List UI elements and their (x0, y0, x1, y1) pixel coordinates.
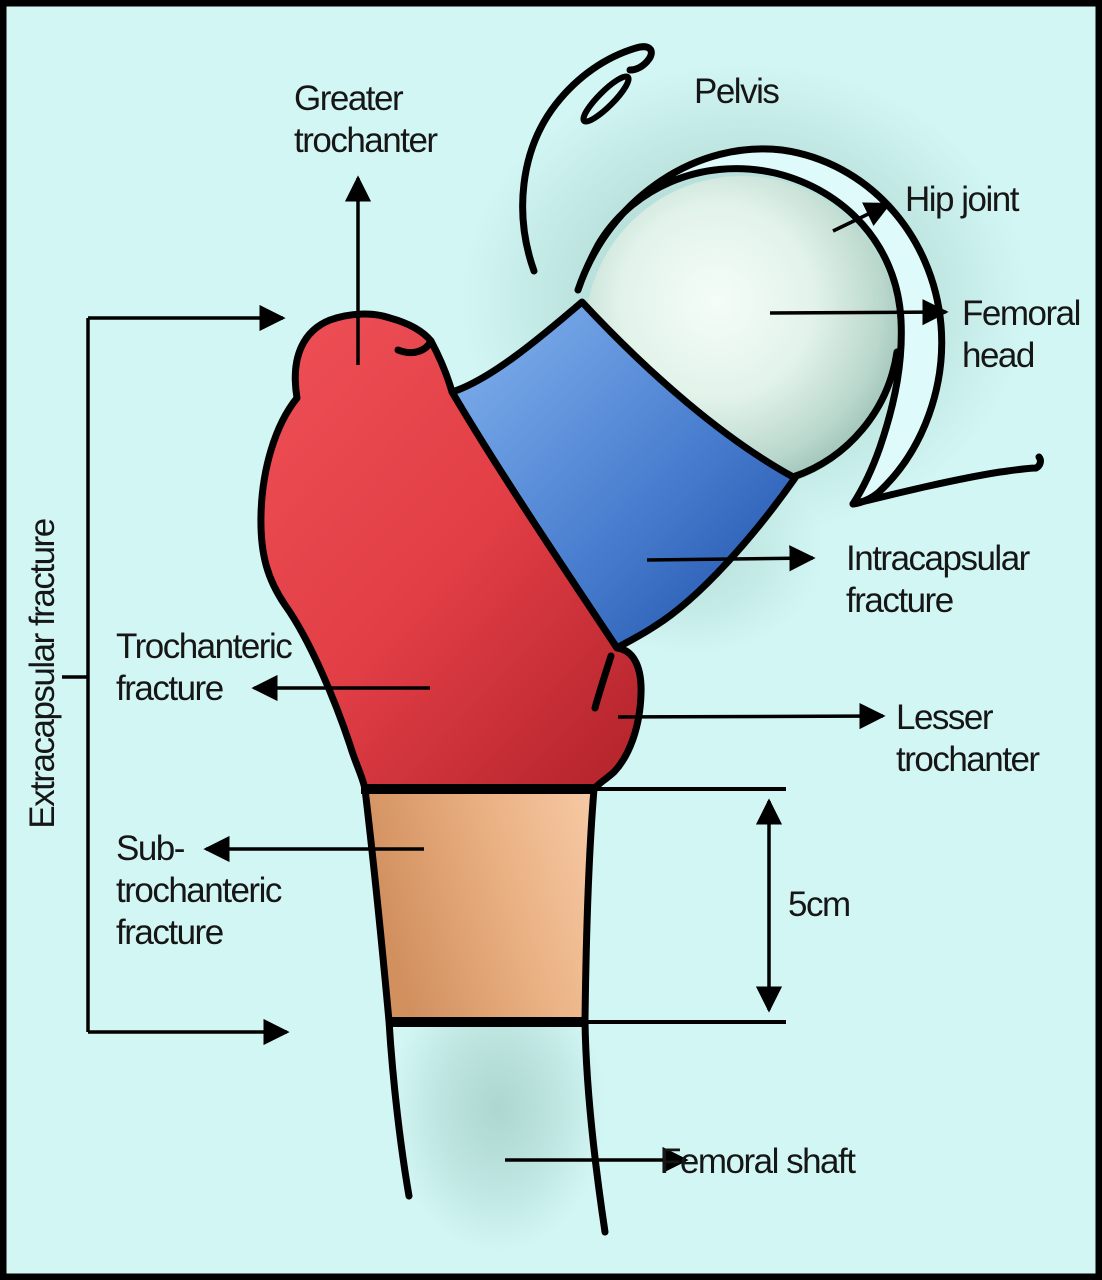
label-trochanteric-fracture: Trochanteric fracture (116, 627, 293, 708)
label-lesser-trochanter: Lesser trochanter (896, 698, 1040, 779)
label-femoral-shaft: Femoral shaft (660, 1142, 856, 1181)
femoral-shaft-outline (361, 785, 609, 1236)
measurement-5cm (586, 787, 786, 1024)
subtrochanteric-region (367, 791, 592, 1021)
arrow-hip-joint (832, 202, 892, 233)
label-pelvis: Pelvis (694, 72, 780, 111)
annotation-arrows (203, 175, 949, 1174)
extracapsular-bracket (62, 304, 290, 1046)
label-greater-trochanter: Greater trochanter (294, 79, 438, 160)
label-subtrochanteric-fracture: Sub- trochanteric fracture (116, 829, 282, 952)
pelvis-slit (580, 73, 632, 125)
label-5cm-measurement: 5cm (788, 885, 851, 924)
label-hip-joint: Hip joint (905, 180, 1019, 219)
label-extracapsular-fracture: Extracapsular fracture (23, 519, 62, 829)
arrow-femoral-head (769, 299, 949, 326)
arrow-lesser-trochanter (617, 702, 886, 730)
acetabulum-shape (574, 145, 946, 508)
pelvis-curve (519, 43, 655, 275)
lesser-trochanter-notch (591, 652, 615, 712)
label-femoral-head: Femoral head (962, 294, 1081, 375)
femoral-head-outline (789, 348, 901, 481)
arrow-intracapsular (646, 545, 816, 572)
trochanteric-region (257, 310, 645, 793)
trochanteric-fossa-curl (394, 337, 435, 357)
label-intracapsular-fracture: Intracapsular fracture (846, 539, 1030, 620)
pelvis-lower-curve (849, 453, 1044, 508)
